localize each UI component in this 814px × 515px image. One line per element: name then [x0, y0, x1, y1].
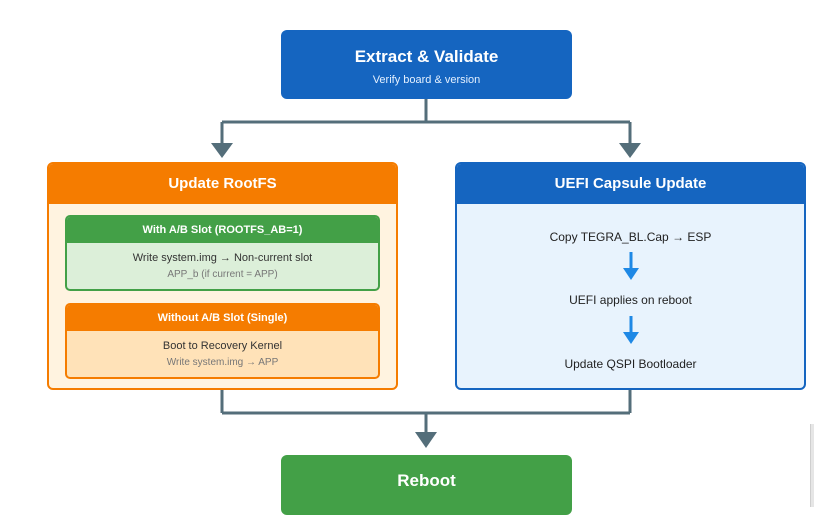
- single-slot-box: Without A/B Slot (Single) Boot to Recove…: [65, 303, 380, 379]
- arrow-head-left: [211, 143, 233, 158]
- arrow-head-right: [619, 143, 641, 158]
- single-slot-title: Without A/B Slot (Single): [67, 305, 378, 331]
- uefi-step-copy: Copy TEGRA_BL.Cap → ESP: [549, 230, 712, 244]
- uefi-capsule-panel: UEFI Capsule Update Copy TEGRA_BL.Cap → …: [455, 162, 806, 390]
- update-rootfs-title: Update RootFS: [49, 164, 396, 204]
- update-rootfs-panel: Update RootFS With A/B Slot (ROOTFS_AB=1…: [47, 162, 398, 390]
- ab-slot-line1: Write system.img → Non-current slot: [132, 252, 313, 264]
- arrow-head-bottom: [415, 432, 437, 448]
- uefi-step-apply: UEFI applies on reboot: [569, 293, 692, 307]
- uefi-step-update-qspi: Update QSPI Bootloader: [564, 357, 697, 371]
- ab-slot-line2: APP_b (if current = APP): [167, 269, 278, 280]
- reboot-title: Reboot: [397, 471, 456, 490]
- single-slot-line2: Write system.img → APP: [166, 357, 279, 368]
- uefi-capsule-title: UEFI Capsule Update: [457, 164, 804, 204]
- arrow-down-icon: [622, 316, 639, 344]
- single-slot-line1: Boot to Recovery Kernel: [162, 340, 283, 352]
- arrow-down-icon: [622, 252, 639, 280]
- scrollbar-edge[interactable]: [810, 424, 814, 507]
- ab-slot-box: With A/B Slot (ROOTFS_AB=1) Write system…: [65, 215, 380, 291]
- extract-validate-subtitle: Verify board & version: [372, 74, 481, 86]
- extract-validate-box: Extract & Validate Verify board & versio…: [281, 30, 572, 99]
- extract-validate-title: Extract & Validate: [354, 47, 499, 66]
- reboot-box: Reboot: [281, 455, 572, 515]
- ab-slot-title: With A/B Slot (ROOTFS_AB=1): [67, 217, 378, 243]
